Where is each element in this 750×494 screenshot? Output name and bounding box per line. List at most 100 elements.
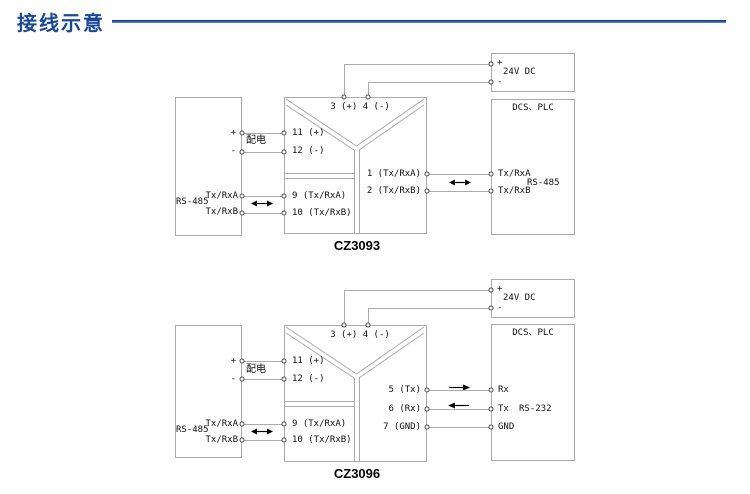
power-voltage-label: 24V DC xyxy=(503,67,536,77)
source-minus-label: - xyxy=(230,146,236,156)
wire xyxy=(368,82,369,98)
terminal-circle xyxy=(488,424,494,430)
wire xyxy=(242,379,284,380)
bidirectional-arrow-icon xyxy=(251,200,273,207)
dcs-plc-box xyxy=(491,324,575,461)
terminal-circle xyxy=(424,406,430,412)
host-interface-label: RS-232 xyxy=(519,404,552,414)
terminal-circle xyxy=(239,193,245,199)
wire xyxy=(242,361,284,362)
wire xyxy=(242,424,284,425)
rs485-source-box xyxy=(175,325,242,458)
wire xyxy=(427,409,491,410)
terminal-circle xyxy=(341,322,347,328)
wire xyxy=(427,427,491,428)
wire xyxy=(344,290,345,326)
device-terminal-11-label: 11 (+) xyxy=(292,128,325,138)
wire xyxy=(242,213,284,214)
terminal-circle xyxy=(281,437,287,443)
terminal-circle xyxy=(424,387,430,393)
device-terminal-2-label: 2 (Tx/RxB) xyxy=(366,186,421,196)
terminal-circle xyxy=(424,171,430,177)
terminal-circle xyxy=(365,94,371,100)
terminal-circle xyxy=(341,94,347,100)
terminal-circle xyxy=(281,376,287,382)
device-terminal-7-label: 7 (GND) xyxy=(383,422,421,432)
host-terminal-rx-label: Rx xyxy=(498,385,509,395)
terminal-circle xyxy=(239,421,245,427)
device-terminal-11-label: 11 (+) xyxy=(292,356,325,366)
device-terminal-5-label: 5 (Tx) xyxy=(388,385,421,395)
wire xyxy=(427,174,491,175)
isolation-barrier-symbol xyxy=(284,98,425,234)
wire xyxy=(368,308,492,309)
terminal-circle xyxy=(488,171,494,177)
source-plus-label: + xyxy=(230,128,236,138)
terminal-circle xyxy=(424,188,430,194)
terminal-circle xyxy=(239,358,245,364)
bidirectional-arrow-icon xyxy=(449,179,471,186)
wire xyxy=(344,64,492,65)
host-terminal-tx-label: Tx xyxy=(498,404,509,414)
terminal-circle xyxy=(239,149,245,155)
host-terminal-a-label: Tx/RxA xyxy=(498,169,531,179)
device-terminal-9-label: 9 (Tx/RxA) xyxy=(292,419,347,429)
device-terminal-9-label: 9 (Tx/RxA) xyxy=(292,191,347,201)
wire xyxy=(242,440,284,441)
host-title-label: DCS、PLC xyxy=(512,328,554,338)
source-line-b-label: Tx/RxB xyxy=(205,207,238,217)
terminal-circle xyxy=(365,322,371,328)
terminal-circle xyxy=(281,149,287,155)
terminal-circle xyxy=(488,387,494,393)
left-arrow-icon xyxy=(448,402,469,409)
terminal-circle xyxy=(488,287,494,293)
device-terminal-12-label: 12 (-) xyxy=(292,374,325,384)
terminal-circle xyxy=(281,193,287,199)
title-rule xyxy=(112,20,726,23)
power-plus-label: + xyxy=(497,58,503,68)
power-distribution-label: 配电 xyxy=(246,135,266,146)
wire xyxy=(242,133,284,134)
isolation-barrier-symbol xyxy=(284,326,425,462)
power-distribution-label: 配电 xyxy=(246,364,266,375)
power-supply-box xyxy=(491,53,575,92)
terminal-circle xyxy=(281,130,287,136)
terminal-circle xyxy=(239,437,245,443)
device-terminal-12-label: 12 (-) xyxy=(292,146,325,156)
wire xyxy=(242,152,284,153)
device-terminal-6-label: 6 (Rx) xyxy=(388,404,421,414)
power-supply-box xyxy=(491,279,575,318)
host-terminal-gnd-label: GND xyxy=(498,422,515,432)
source-line-a-label: Tx/RxA xyxy=(205,419,238,429)
terminal-circle xyxy=(488,188,494,194)
source-minus-label: - xyxy=(230,374,236,384)
source-interface-label: RS-485 xyxy=(176,425,209,435)
wire xyxy=(242,196,284,197)
terminal-circle xyxy=(488,61,494,67)
wire xyxy=(427,191,491,192)
source-line-a-label: Tx/RxA xyxy=(205,191,238,201)
terminal-circle xyxy=(424,424,430,430)
power-voltage-label: 24V DC xyxy=(503,293,536,303)
wire xyxy=(344,64,345,98)
rs485-source-box xyxy=(175,97,242,236)
power-plus-label: + xyxy=(497,284,503,294)
terminal-circle xyxy=(488,406,494,412)
right-arrow-icon xyxy=(449,384,470,391)
terminal-circle xyxy=(239,210,245,216)
device-terminal-10-label: 10 (Tx/RxB) xyxy=(292,435,352,445)
wire xyxy=(344,290,492,291)
source-plus-label: + xyxy=(230,356,236,366)
terminal-circle xyxy=(281,210,287,216)
dcs-plc-box xyxy=(491,99,575,235)
source-line-b-label: Tx/RxB xyxy=(205,435,238,445)
wire xyxy=(368,308,369,326)
device-terminal-1-label: 1 (Tx/RxA) xyxy=(366,169,421,179)
host-terminal-b-label: Tx/RxB xyxy=(498,186,531,196)
wire xyxy=(427,390,491,391)
device-top-terminals-label: 3 (+) 4 (-) xyxy=(330,102,390,112)
terminal-circle xyxy=(488,79,494,85)
device-terminal-10-label: 10 (Tx/RxB) xyxy=(292,208,352,218)
terminal-circle xyxy=(239,130,245,136)
